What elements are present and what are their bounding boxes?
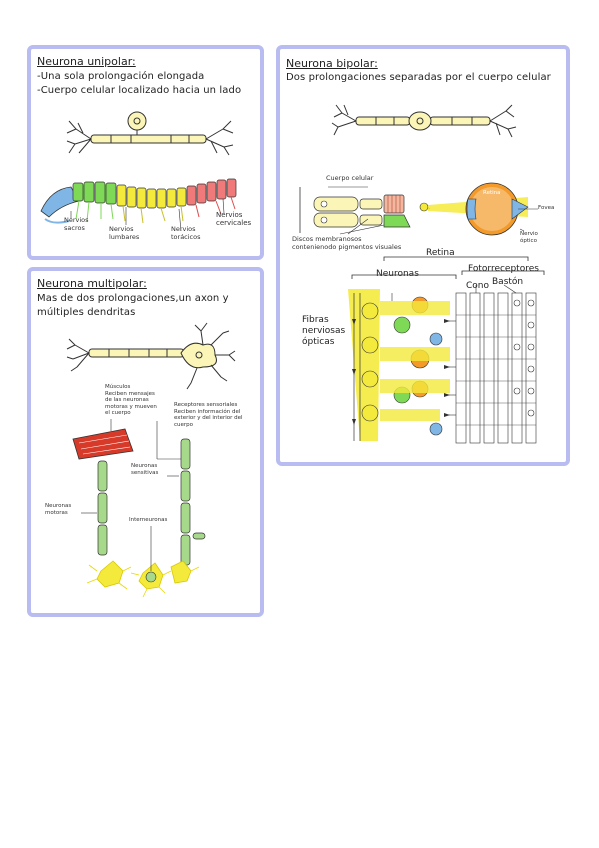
- multipolar-neuron-illustration: [66, 322, 236, 390]
- photoreceptor-illustration: [299, 182, 538, 236]
- bipolar-neuron-illustration: [331, 104, 517, 138]
- label-fotorreceptores: Fotorreceptores: [468, 264, 539, 274]
- unipolar-line-1: -Una sola prolongación elongada: [37, 71, 205, 82]
- bipolar-card: Neurona bipolar: Dos prolongaciones sepa…: [276, 45, 570, 466]
- label-nervios-sacros: Nervios sacros: [64, 216, 89, 232]
- multipolar-line-2: múltiples dendritas: [37, 307, 136, 318]
- label-retina: Retina: [426, 248, 455, 258]
- label-nervios-lumbares: Nervios lumbares: [109, 225, 140, 241]
- reflex-arc-illustration: [72, 419, 206, 598]
- label-neuronas: Neuronas: [376, 269, 419, 279]
- label-fibras: Fibras nerviosas ópticas: [302, 315, 346, 347]
- spinal-column-illustration: [40, 178, 237, 232]
- label-neuronas-motoras: Neuronas motoras: [45, 503, 72, 516]
- multipolar-line-1: Mas de dos prolongaciones,un axon y: [37, 293, 229, 304]
- label-fovea: Fovea: [538, 205, 555, 211]
- label-nervio-optico: Nervio óptico: [520, 231, 538, 244]
- unipolar-title: Neurona unipolar:: [37, 55, 136, 68]
- label-interneuronas: Interneuronas: [129, 517, 168, 523]
- bipolar-title: Neurona bipolar:: [286, 57, 378, 70]
- multipolar-card: Neurona multipolar: Mas de dos prolongac…: [27, 267, 264, 617]
- label-cono: Cono: [466, 281, 490, 291]
- label-baston: Bastón: [492, 277, 524, 287]
- unipolar-line-2: -Cuerpo celular localizado hacia un lado: [37, 85, 242, 96]
- label-musculos: Músculos Reciben mensajes de las neurona…: [105, 384, 157, 416]
- label-receptores: Receptores sensoriales Reciben informaci…: [174, 402, 243, 428]
- label-discos: Discos membranosos contenienodo pigmento…: [292, 235, 402, 251]
- label-retina-eye: Retina: [483, 190, 501, 196]
- bipolar-line-1: Dos prolongaciones separadas por el cuer…: [286, 72, 551, 83]
- label-nervios-toracicos: Nervios torácicos: [171, 225, 201, 241]
- label-nervios-cervicales: Nervios cervicales: [216, 211, 252, 227]
- retina-layers-illustration: [348, 256, 545, 444]
- unipolar-card: Neurona unipolar: -Una sola prolongación…: [27, 45, 264, 260]
- unipolar-neuron-illustration: [66, 111, 234, 156]
- label-cuerpo-celular: Cuerpo celular: [326, 174, 374, 182]
- label-neuronas-sensitivas: Neuronas sensitivas: [131, 463, 159, 476]
- multipolar-title: Neurona multipolar:: [37, 277, 147, 290]
